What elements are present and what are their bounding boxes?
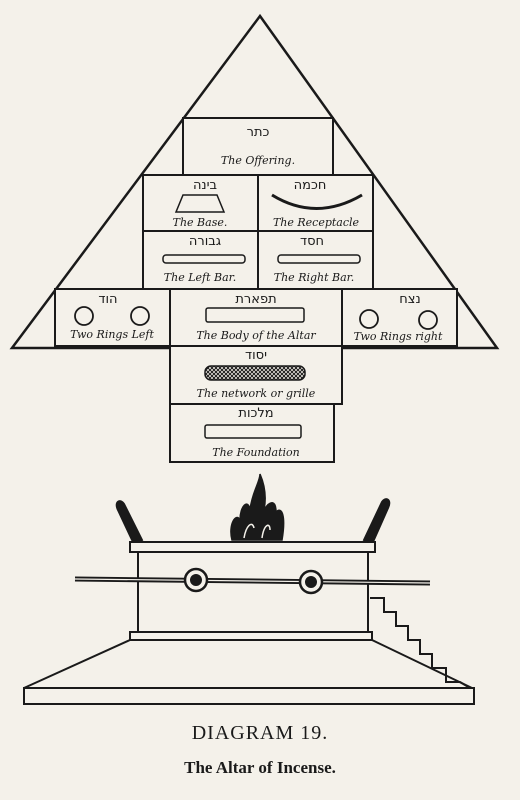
tiphareth-hebrew: תפארת (235, 292, 276, 307)
hod-label: Two Rings Left (70, 328, 154, 341)
altar-body-icon (205, 307, 305, 323)
yesod-label: The network or grille (197, 387, 316, 400)
altar-top (129, 541, 376, 553)
ring-icon (359, 309, 379, 329)
foundation-icon (204, 424, 302, 439)
chesed-label: The Right Bar. (274, 271, 354, 284)
yesod-box: יסוד The network or grille (169, 345, 343, 405)
altar-body (137, 551, 369, 633)
ring-icon (130, 306, 150, 326)
binah-label: The Base. (173, 216, 228, 229)
netzach-box: נצח Two Rings right (341, 288, 458, 347)
hod-box: הוד Two Rings Left (54, 288, 171, 347)
horn-left-icon (115, 500, 144, 546)
altar-illustration (23, 473, 475, 705)
geburah-label: The Left Bar. (164, 271, 236, 284)
chesed-hebrew: חסד (300, 234, 324, 249)
binah-box: בינה The Base. (142, 174, 259, 232)
chokmah-hebrew: חכמה (294, 178, 327, 193)
hod-hebrew: הוד (98, 292, 117, 307)
malkuth-label: The Foundation (212, 446, 300, 459)
geburah-hebrew: גבורה (189, 234, 221, 249)
caption-title: DIAGRAM 19. (191, 722, 329, 744)
base-icon (174, 194, 226, 213)
geburah-box: גבורה The Left Bar. (142, 230, 259, 290)
chesed-box: חסד The Right Bar. (257, 230, 374, 290)
yesod-hebrew: יסוד (245, 348, 267, 363)
keter-box: כתר The Offering. (182, 117, 334, 176)
tiphareth-box: תפארת The Body of the Altar (169, 288, 343, 347)
netzach-hebrew: נצח (399, 292, 420, 307)
binah-hebrew: בינה (193, 178, 217, 193)
chokmah-box: חכמה The Receptacle (257, 174, 374, 232)
tiphareth-label: The Body of the Altar (196, 329, 316, 342)
chokmah-label: The Receptacle (273, 216, 360, 229)
horn-right-icon (362, 498, 391, 546)
netzach-label: Two Rings right (354, 330, 443, 343)
ring-icon (418, 310, 438, 330)
grille-icon (204, 365, 306, 381)
flame-icon (230, 473, 285, 541)
keter-hebrew: כתר (247, 125, 270, 140)
receptacle-icon (271, 193, 363, 210)
malkuth-hebrew: מלכות (238, 406, 273, 421)
caption-subtitle: The Altar of Incense. (184, 758, 336, 777)
ring-icon (74, 306, 94, 326)
malkuth-box: מלכות The Foundation (169, 403, 335, 463)
steps (370, 597, 471, 689)
right-bar-icon (277, 254, 361, 264)
altar-base (23, 639, 473, 689)
keter-label: The Offering. (221, 154, 295, 167)
left-bar-icon (162, 254, 246, 264)
